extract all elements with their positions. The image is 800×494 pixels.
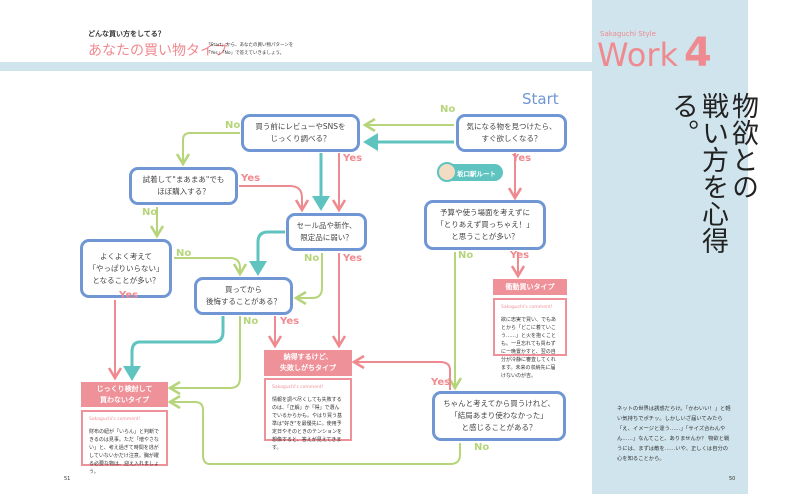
- edge-label-no: No: [142, 207, 158, 218]
- comment-label: Sakaguchi's comment!: [501, 305, 553, 310]
- headline-line-2: 戦い方を心得る。: [667, 92, 728, 254]
- comment-text: 欲に忠実で買い、でもあとから「どこに着ていこう……」と火を抱くことも。一旦忘れて…: [501, 317, 557, 379]
- intro-text: ネットの世界は誘惑だらけ。「かわいい！」と軽い気持ちでポチッ。しかしいざ届いてみ…: [617, 406, 731, 462]
- edge-label-no: No: [458, 250, 474, 261]
- headline-line-1: 物欲との: [727, 92, 758, 200]
- edge-label-yes: Yes: [280, 316, 300, 327]
- edge-d-no: [293, 253, 323, 306]
- edge-route-f: [123, 316, 225, 381]
- comment-label: Sakaguchi's comment!: [89, 417, 141, 422]
- header-instruction: 「Start」から、あなたの買い物パターンを「Yes」「No」で答えていきましょ…: [206, 43, 294, 56]
- node-reconsider: よくよく考えて 「やっぱりいらない」 となることが多い？: [80, 239, 172, 298]
- edge-route-d: [249, 230, 285, 276]
- work-number: 4: [684, 30, 712, 76]
- node-sale-weakness: セール品や新作、 限定品に弱い？: [286, 213, 367, 251]
- type-careful-title: じっくり検討して 買わないタイプ: [81, 382, 168, 407]
- edge-label-yes: Yes: [119, 290, 139, 301]
- edge-label-no: No: [243, 316, 259, 327]
- comment-label: Sakaguchi's comment!: [272, 385, 324, 390]
- edge-label-no: No: [176, 248, 192, 259]
- node-want-immediately: 気になる物を見つけたら、 すぐ欲しくなる？: [456, 114, 567, 152]
- headline: 物欲との 戦い方を心得る。: [667, 92, 758, 292]
- page-title: あなたの買い物タイプ: [88, 43, 228, 59]
- edge-label-no: No: [304, 253, 320, 264]
- edge-k-no: [167, 394, 461, 465]
- edge-f-no: [167, 316, 241, 396]
- side-panel: [592, 0, 748, 494]
- edge-c-yes: [239, 185, 310, 213]
- work-text: Work: [597, 36, 679, 74]
- header-kicker: どんな買い方をしてる？: [88, 30, 165, 38]
- edge-label-no: No: [474, 442, 490, 453]
- start-label: Start: [522, 90, 559, 108]
- avatar-icon: [437, 162, 457, 182]
- route-badge: 坂口駅ルート: [437, 162, 503, 182]
- node-try-on: 試着して"まあまあ"でも ほぼ購入する？: [129, 167, 238, 205]
- type-impulse-comment: Sakaguchi's comment! 欲に忠実で買い、でもあとから「どこに着…: [493, 298, 567, 379]
- comment-text: 財布の紐が「いらん」と判断できるのは見事。ただ「増やさない」と、考え過ぎて時間を…: [89, 429, 160, 475]
- header-band: [0, 62, 600, 71]
- edge-label-yes: Yes: [510, 250, 530, 261]
- node-budget: 予算や使う場面を考えずに 「とりあえず買っちゃえ！」 と思うことが多い？: [424, 200, 546, 250]
- edge-label-no: No: [225, 120, 241, 131]
- page-number-left: 51: [64, 476, 71, 482]
- type-regret-title: 納得するけど、 失敗しがちタイプ: [264, 350, 352, 376]
- edge-k-yes: [351, 354, 451, 390]
- series-label: Sakaguchi Style: [600, 30, 656, 38]
- page-number-right: 50: [729, 476, 736, 482]
- type-regret-comment: Sakaguchi's comment! 情報を調べ尽くしても失敗するのは、「正…: [264, 378, 352, 451]
- edge-label-yes: Yes: [343, 253, 363, 264]
- route-badge-label: 坂口駅ルート: [457, 169, 496, 178]
- edge-e-no: [174, 257, 248, 277]
- edge-label-yes: Yes: [431, 377, 451, 388]
- node-check-reviews: 買う前にレビューやSNSを じっくり調べる？: [241, 114, 360, 152]
- edge-label-yes: Yes: [343, 153, 363, 164]
- comment-text: 情報を調べ尽くしても失敗するのは、「正解」か「得」で選んでいるからかも。やはり買…: [272, 397, 343, 451]
- edge-label-yes: Yes: [512, 153, 532, 164]
- node-regret: 買ってから 後悔することがある？: [194, 277, 293, 315]
- edge-label-no: No: [440, 104, 456, 115]
- type-careful-comment: Sakaguchi's comment! 財布の紐が「いらん」と判断できるのは見…: [81, 410, 168, 475]
- node-unused: ちゃんと考えてから買うけれど、 「結局あまり使わなかった」 と感じることがある？: [432, 391, 566, 441]
- edge-b-no: [175, 132, 240, 167]
- type-impulse-title: 衝動買いタイプ: [493, 279, 567, 295]
- edge-label-yes: Yes: [241, 173, 261, 184]
